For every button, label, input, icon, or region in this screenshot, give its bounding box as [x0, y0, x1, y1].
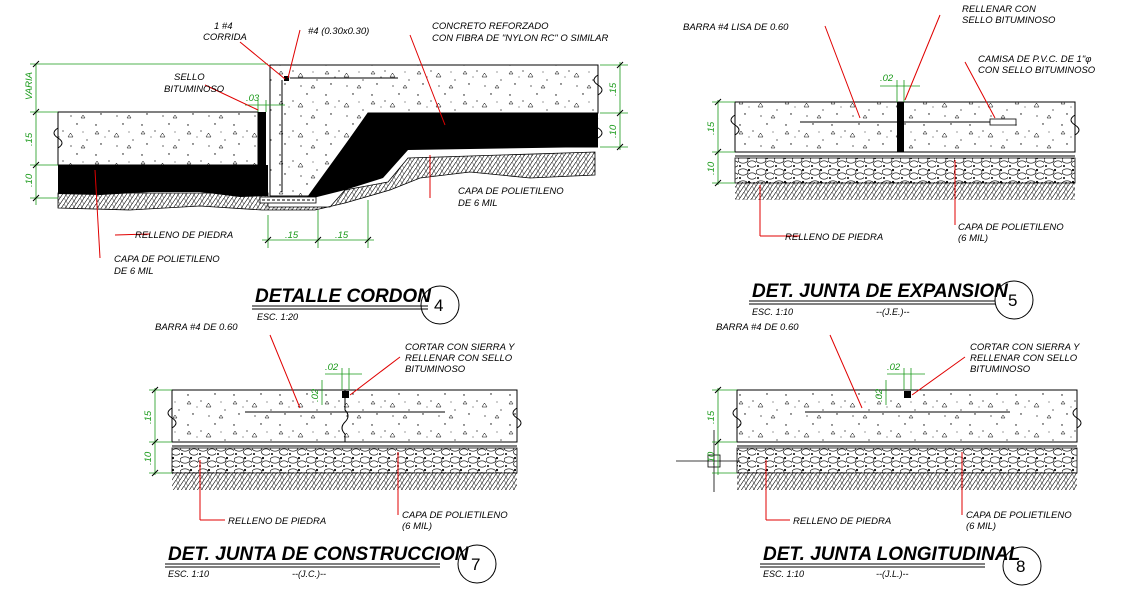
cordon-label-bar-1: 1 #4: [214, 21, 233, 32]
longitudinal-label-stone: RELLENO DE PIEDRA: [793, 516, 891, 527]
cordon-label-fill: RELLENO DE PIEDRA: [135, 230, 233, 241]
dim-right-10: .10: [608, 124, 619, 138]
construction-number-circle: [457, 544, 497, 584]
cordon-label-sello-1: SELLO: [174, 72, 205, 83]
longitudinal-dim-10: .10: [706, 451, 717, 465]
construction-dim-gap-vertical: .02: [310, 388, 321, 402]
cordon-label-poly-left-1: CAPA DE POLIETILENO: [114, 254, 220, 265]
dim-bottom-15b: .15: [335, 230, 349, 241]
cordon-scale: ESC. 1:20: [257, 312, 298, 322]
longitudinal-label-poly-1: CAPA DE POLIETILENO: [966, 510, 1072, 521]
detail-longitudinal: .15 .10 .02 .02 BARRA #4 DE 0.60 CORTAR …: [676, 322, 1082, 586]
longitudinal-initials: --(J.L.)--: [876, 569, 909, 579]
cordon-label-concrete-2: CON FIBRA DE "NYLON RC" O SIMILAR: [432, 33, 609, 44]
expansion-ground-hatch: [735, 182, 1075, 200]
cordon-label-poly-left-2: DE 6 MIL: [114, 266, 154, 277]
expansion-number-circle: [994, 280, 1034, 320]
construction-number: 7: [471, 555, 480, 574]
dim-left-15: .15: [24, 132, 35, 146]
longitudinal-dim-gap: .02: [887, 362, 901, 373]
construction-dim-gap: .02: [325, 362, 339, 373]
construction-dim-10: .10: [143, 451, 154, 465]
construction-label-cut-2: RELLENAR CON SELLO: [405, 353, 513, 364]
construction-label-poly-2: (6 MIL): [402, 521, 432, 532]
detail-construction: .15 .10 .02 .02 BARRA #4 DE 0.60 CORTAR …: [143, 322, 522, 584]
construction-label-poly-1: CAPA DE POLIETILENO: [402, 510, 508, 521]
expansion-slab: [734, 101, 1076, 153]
dim-varia: VARIA: [24, 72, 35, 100]
construction-label-cut-1: CORTAR CON SIERRA Y: [405, 342, 515, 353]
expansion-scale: ESC. 1:10: [752, 307, 793, 317]
cordon-ground-hatch: [57, 151, 596, 211]
dim-gap-03: .03: [246, 93, 260, 104]
expansion-sello-joint: [897, 102, 904, 152]
construction-label-cut-3: BITUMINOSO: [405, 364, 466, 375]
cordon-poly-right: [305, 113, 598, 200]
dim-left-10: .10: [24, 173, 35, 187]
cordon-label-bar-size: #4 (0.30x0.30): [308, 26, 369, 37]
longitudinal-dim-15: .15: [706, 410, 717, 424]
cordon-poly-left: [58, 165, 268, 197]
construction-title: DET. JUNTA DE CONSTRUCCION: [168, 544, 470, 565]
longitudinal-dim-gap-vertical: .02: [874, 388, 885, 402]
longitudinal-label-poly-2: (6 MIL): [966, 521, 996, 532]
longitudinal-label-cut-3: BITUMINOSO: [970, 364, 1031, 375]
cordon-label-sello-2: BITUMINOSO: [164, 84, 225, 95]
expansion-dim-15: .15: [706, 121, 717, 135]
construction-initials: --(J.C.)--: [292, 569, 326, 579]
construction-sello-joint: [342, 391, 349, 398]
expansion-label-stone: RELLENO DE PIEDRA: [785, 232, 883, 243]
cordon-label-concrete-1: CONCRETO REFORZADO: [432, 21, 549, 32]
expansion-dim-gap: .02: [880, 73, 894, 84]
cordon-number-circle: [420, 285, 460, 325]
detail-expansion: .15 .10 .02 BARRA #4 LISA DE 0.60 RELLEN…: [683, 4, 1096, 320]
expansion-label-sleeve-1: CAMISA DE P.V.C. DE 1"φ: [978, 54, 1091, 65]
cordon-label-poly-right-1: CAPA DE POLIETILENO: [458, 186, 564, 197]
cordon-slab-left: [57, 111, 259, 166]
expansion-initials: --(J.E.)--: [876, 307, 910, 317]
longitudinal-scale: ESC. 1:10: [763, 569, 804, 579]
longitudinal-label-bar: BARRA #4 DE 0.60: [716, 322, 799, 333]
longitudinal-ground-hatch: [737, 472, 1077, 490]
construction-ground-hatch: [172, 472, 517, 490]
construction-label-stone: RELLENO DE PIEDRA: [228, 516, 326, 527]
expansion-label-bar: BARRA #4 LISA DE 0.60: [683, 22, 789, 33]
cordon-label-poly-right-2: DE 6 MIL: [458, 198, 498, 209]
construction-label-bar: BARRA #4 DE 0.60: [155, 322, 238, 333]
expansion-number: 5: [1008, 291, 1017, 310]
expansion-dim-10: .10: [706, 161, 717, 175]
expansion-label-poly-2: (6 MIL): [958, 233, 988, 244]
longitudinal-sello-joint: [904, 391, 911, 398]
dim-right-15: .15: [608, 82, 619, 96]
cordon-sello-joint: [258, 112, 266, 196]
expansion-label-fill-1: RELLENAR CON: [962, 4, 1036, 15]
cordon-label-bar-2: CORRIDA: [203, 32, 247, 43]
longitudinal-label-cut-2: RELLENAR CON SELLO: [970, 353, 1078, 364]
construction-dim-15: .15: [143, 410, 154, 424]
longitudinal-number: 8: [1016, 557, 1025, 576]
detail-cordon: VARIA .15 .10 .03 .15 .10 .15 .15 1 #4 C…: [24, 21, 628, 325]
cordon-title: DETALLE CORDON: [255, 286, 432, 307]
construction-scale: ESC. 1:10: [168, 569, 209, 579]
expansion-label-sleeve-2: CON SELLO BITUMINOSO: [978, 65, 1096, 76]
expansion-label-fill-2: SELLO BITUMINOSO: [962, 15, 1056, 26]
longitudinal-slab: [736, 389, 1078, 443]
longitudinal-label-cut-1: CORTAR CON SIERRA Y: [970, 342, 1080, 353]
expansion-title: DET. JUNTA DE EXPANSION: [752, 281, 1009, 302]
longitudinal-title: DET. JUNTA LONGITUDINAL: [763, 544, 1020, 565]
cordon-number: 4: [434, 296, 443, 315]
dim-bottom-15a: .15: [285, 230, 299, 241]
longitudinal-number-circle: [1002, 546, 1042, 586]
expansion-label-poly-1: CAPA DE POLIETILENO: [958, 222, 1064, 233]
